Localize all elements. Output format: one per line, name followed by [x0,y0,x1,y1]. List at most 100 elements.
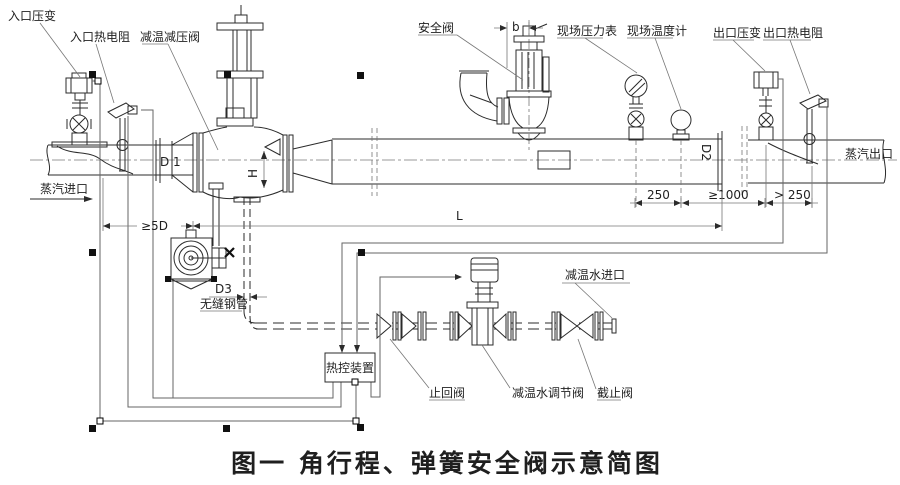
flange [599,311,604,341]
selection-handle-top-right[interactable] [357,72,364,79]
valve-body-top [202,126,284,136]
flange [512,311,517,341]
chain-arrow [805,200,812,206]
dim-arrow [186,223,193,229]
stop-valve-symbol [551,311,617,341]
wire-arrowhead [354,345,360,353]
steam-inlet-label: 蒸汽进口 [40,181,88,196]
valve-inlet-flange-2 [198,132,204,193]
outlet-pipe-break-wave [767,142,819,165]
long-pipe [332,138,722,185]
safety-valve-assembly [459,20,552,152]
thermometer-label: 现场温度计 [627,23,687,38]
actuator-top-box [185,229,197,239]
gauge-dial [624,74,648,98]
l-dim-label: L [456,209,463,223]
wire-to-control-valve [370,276,458,398]
expander-cone [292,139,333,185]
flange [417,311,422,341]
transmitter-neck [74,92,86,101]
vertex-grip[interactable] [352,417,360,425]
selection-handle-mid-left[interactable] [89,249,96,256]
pipe-stub [603,322,612,330]
gauge-cock-x [630,113,642,125]
pressure-reducing-valve [202,5,284,246]
inlet-pt-leader [39,22,81,78]
vertex-grip[interactable] [351,378,359,386]
check-valve-cone [376,312,392,340]
selection-handle-top-left[interactable] [89,71,96,78]
gauge-stem [629,97,643,109]
gauge-leader [557,37,638,74]
outlet-rtd-assembly [799,94,829,164]
d2-label: D2 [699,144,713,161]
valve-bottom-outlet [233,196,261,203]
outlet-pipe-break-right [882,139,887,184]
selection-handle-top-middle[interactable] [224,71,231,78]
transmitter-root [71,132,88,146]
steam-outlet-label: 蒸汽出口 [845,146,893,161]
gauge-label: 现场压力表 [557,24,617,38]
outlet-pressure-transmitter-assembly [753,71,779,141]
inlet-pressure-transmitter-assembly [65,72,93,146]
rtd-connector [818,98,829,108]
x-mark [224,247,235,258]
selection-handle-mid-right[interactable] [358,249,365,256]
d1-label: D 1 [160,155,181,169]
b-dim-lines [494,22,543,68]
inlet-rtd-assembly [107,102,138,172]
top-flange [466,301,499,309]
valve-outlet-flange-2 [288,134,294,193]
bracket-foot-left [165,276,171,282]
yoke-column-right [250,77,258,119]
selection-handle-bottom-right[interactable] [357,424,364,431]
rtd-connector [127,105,138,115]
crank-attach [208,182,224,190]
transmitter-cap [71,72,87,79]
exhaust-opening [459,70,489,74]
signal-wiring [92,78,828,422]
inlet-rtd-leader [95,43,115,104]
min-5d-label: ≥5D [141,219,168,233]
actuator-top-plate [216,22,264,31]
water-control-valve-symbol [449,257,517,346]
vertex-grip[interactable] [96,417,104,425]
spring-lines [521,52,535,89]
wire-arrowhead-right [455,274,462,280]
bracket-foot-right [211,276,217,282]
rtd-stem [119,118,126,172]
check-valve-cone-2 [401,312,417,340]
check-valve-leader [389,338,465,401]
selection-handle-bottom-left[interactable] [89,425,96,432]
flange [551,311,556,341]
dim-1000-label: ≥1000 [708,188,749,202]
h-dim-label: H [246,169,260,178]
valve-bonnet [225,107,245,119]
isolation-cock-x [760,114,772,126]
flange [392,311,397,341]
flange [556,311,561,341]
flange [594,311,599,341]
selection-handle-bottom-middle[interactable] [223,425,230,432]
selection-overlay[interactable] [89,71,365,432]
transmitter-head [753,71,779,89]
transmitter-head [65,77,93,94]
pipe-nameplate [537,150,571,170]
chain-arrow [758,200,765,206]
dim-arrow [103,223,110,229]
impulse-fittings [759,88,772,113]
b-dim-label: b [512,20,520,34]
thermometer-dial [670,109,692,131]
wire-outlet-pt [341,78,784,350]
pipe-joint-dashed [371,128,378,196]
inlet-cone [458,312,473,340]
upper-column-right [246,29,252,72]
nozzle-arc [517,132,541,141]
elbow-flange-2 [503,97,510,125]
vertex-grip[interactable] [94,77,102,85]
transmitter-root [758,126,774,141]
outlet-pt-leader [713,39,766,72]
chain-arrow [635,200,642,206]
wire-outlet-rtd [356,107,828,350]
